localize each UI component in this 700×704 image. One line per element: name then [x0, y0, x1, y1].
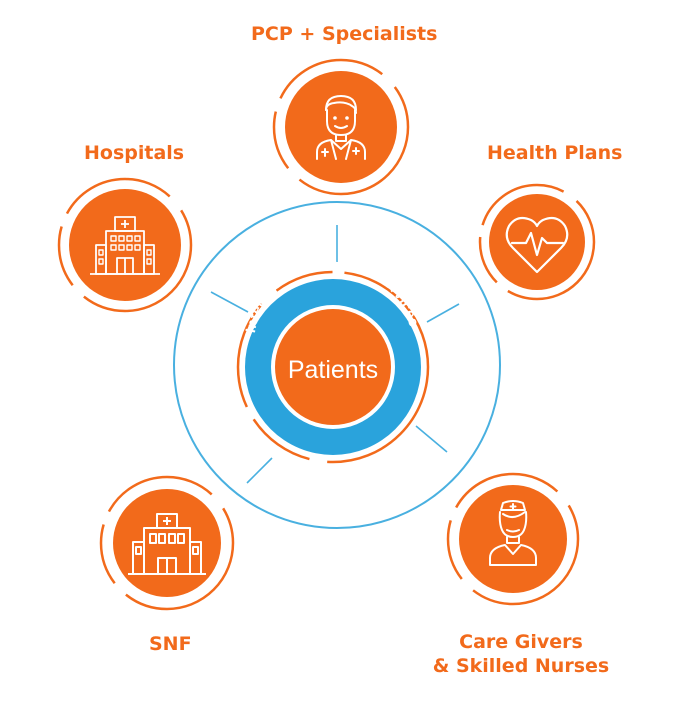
- label-care-givers-line1: Care Givers: [459, 631, 583, 653]
- label-health-plans: Health Plans: [487, 142, 623, 164]
- heartbeat-icon: [505, 216, 569, 274]
- doctor-icon: [316, 95, 366, 160]
- node-care-dashed-ring: [446, 472, 580, 606]
- node-hospitals-circle: [69, 189, 181, 301]
- node-hospitals: [57, 177, 193, 313]
- nurse-icon: [489, 500, 537, 566]
- node-health-plans: [478, 183, 596, 301]
- label-hospitals: Hospitals: [84, 142, 185, 164]
- node-health-dashed-ring: [478, 183, 596, 301]
- center-dashed-ring: [236, 270, 430, 464]
- hospital-icon: [90, 216, 160, 275]
- node-snf-circle: [113, 489, 221, 597]
- label-snf: SNF: [149, 633, 192, 655]
- node-pcp: [272, 58, 410, 196]
- node-hospitals-dashed-ring: [57, 177, 193, 313]
- node-care-circle: [459, 485, 567, 593]
- node-health-circle: [489, 194, 585, 290]
- node-snf: [99, 475, 235, 611]
- spoke-care-givers: [415, 425, 448, 453]
- label-care-givers: Care Givers & Skilled Nurses: [432, 630, 610, 678]
- center-patients-circle: [275, 309, 391, 425]
- label-care-givers-line2: & Skilled Nurses: [432, 655, 610, 677]
- spoke-snf: [246, 457, 273, 484]
- label-pcp-specialists: PCP + Specialists: [251, 23, 438, 45]
- spoke-hospitals: [210, 291, 249, 313]
- spoke-health-plans: [426, 303, 460, 323]
- node-snf-dashed-ring: [99, 475, 235, 611]
- patients-label: Patients: [288, 356, 378, 384]
- node-pcp-dashed-ring: [272, 58, 410, 196]
- facility-icon: [128, 513, 206, 575]
- outer-ring: [173, 201, 501, 529]
- connector-spokes: [210, 225, 460, 484]
- center-hub: Integrated Home Care Services Patients: [236, 253, 430, 464]
- node-care-givers: [446, 472, 580, 606]
